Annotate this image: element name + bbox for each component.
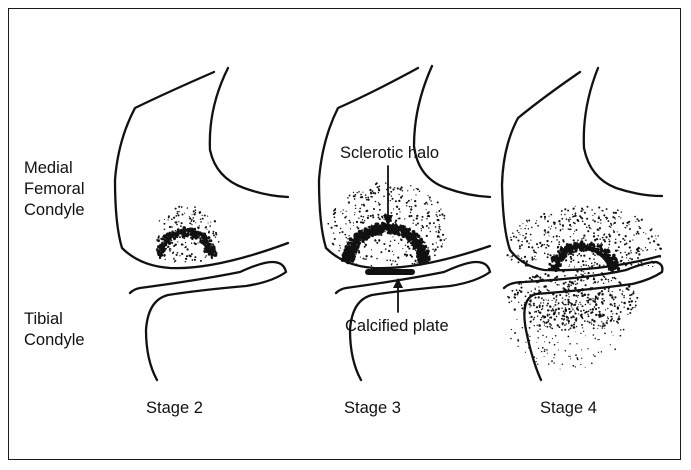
stage-2-femur-outline [115,72,288,268]
femoral-label-line-1: Medial [24,158,73,179]
stage-3-patella-outline [414,66,490,197]
sclerotic-halo-label: Sclerotic halo [340,143,439,164]
tibial-label-line-2: Condyle [24,330,85,351]
stage-4-label: Stage 4 [540,398,597,419]
femoral-label-line-3: Condyle [24,200,85,221]
stage-4-femur-outline [502,72,660,270]
stage-2-patella-outline [210,68,288,197]
femoral-label-line-2: Femoral [24,179,85,200]
stage-2-tibia-outline [130,262,286,380]
stage-2-drawing [115,68,288,380]
tibial-label-line-1: Tibial [24,309,63,330]
stage-4-tibia-outline [504,262,662,380]
stage-4-patella-outline [584,68,662,196]
stage-3-femur-outline [319,68,490,268]
stage-4-drawing [502,68,662,380]
stage-3-label: Stage 3 [344,398,401,419]
calcified-plate-label: Calcified plate [345,316,449,337]
stage-2-label: Stage 2 [146,398,203,419]
